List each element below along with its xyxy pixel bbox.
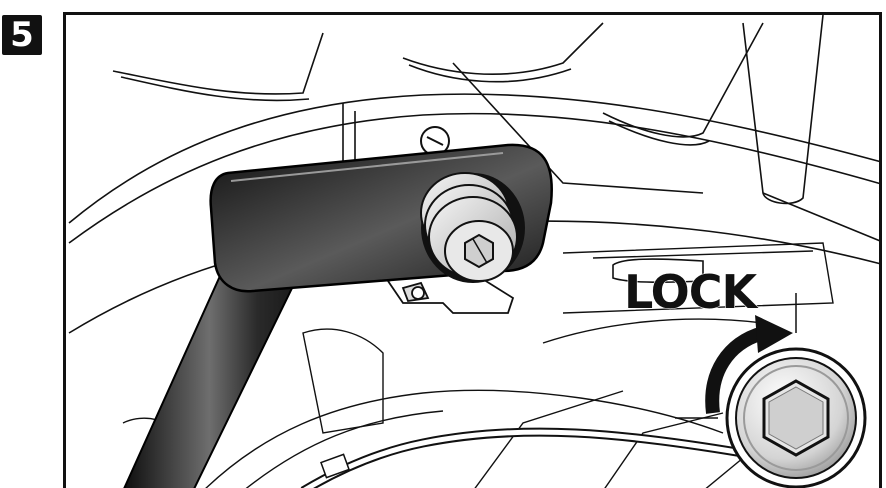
hex-socket-bolt-icon — [725, 347, 867, 488]
lock-slot — [612, 258, 704, 284]
step-number-badge: 5 — [2, 15, 42, 55]
cable — [300, 427, 744, 488]
lock-label: LOCK — [623, 264, 757, 319]
rotate-clockwise-arrow-icon — [705, 315, 793, 414]
lower-mechanism-lines — [122, 242, 834, 488]
reference-lines — [675, 293, 797, 419]
installation-illustration — [68, 15, 879, 488]
illustration-frame: LOCK — [63, 12, 882, 488]
threaded-socket — [420, 172, 525, 283]
